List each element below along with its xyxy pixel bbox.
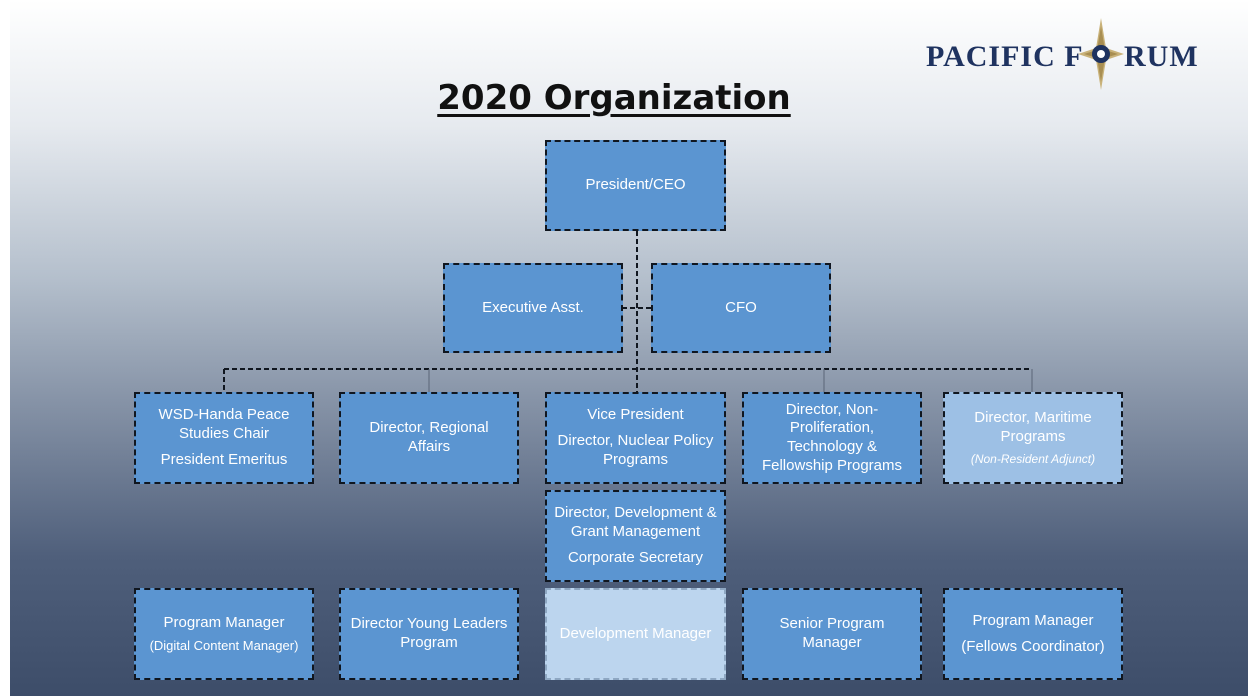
pacific-forum-logo: PACIFIC F RUM [926, 18, 1206, 90]
box-sublabel: (Fellows Coordinator) [961, 637, 1105, 655]
box-label: Director, Development & Grant Management [554, 504, 717, 541]
box-note-text: Non-Resident Adjunct [974, 452, 1092, 467]
box-label: Program Manager [972, 611, 1094, 629]
box-sublabel: (Digital Content Manager) [149, 638, 299, 654]
box-label: Director Young Leaders Program [350, 615, 508, 651]
box-program-manager-digital: Program Manager (Digital Content Manager… [134, 588, 314, 680]
box-label: Executive Asst. [482, 298, 584, 316]
box-president-ceo: President/CEO [545, 140, 726, 231]
box-director-young-leaders: Director Young Leaders Program [339, 588, 519, 680]
box-vice-president: Vice President Director, Nuclear Policy … [545, 392, 726, 484]
box-program-manager-fellows: Program Manager (Fellows Coordinator) [943, 588, 1123, 680]
compass-star-icon [1078, 18, 1124, 90]
page-title: 2020 Organization [437, 78, 791, 118]
box-director-regional-affairs: Director, Regional Affairs [339, 392, 519, 484]
box-label: WSD-Handa Peace Studies Chair [158, 406, 290, 443]
box-wsd-handa-chair: WSD-Handa Peace Studies Chair President … [134, 392, 314, 484]
box-label: CFO [725, 298, 757, 316]
box-label: Director, Maritime Programs [974, 408, 1092, 445]
box-development-manager: Development Manager [545, 588, 726, 680]
box-label: Vice President [587, 406, 684, 424]
box-director-development: Director, Development & Grant Management… [545, 490, 726, 582]
box-label: Program Manager [163, 613, 285, 631]
box-label: Development Manager [559, 624, 712, 642]
box-label: Director, Non-Proliferation, Technology … [761, 400, 903, 474]
box-cfo: CFO [651, 263, 831, 353]
box-label: President/CEO [585, 176, 686, 194]
box-sublabel: Corporate Secretary [567, 548, 704, 566]
box-sublabel: President Emeritus [160, 450, 288, 468]
box-label: Director, Regional Affairs [369, 419, 489, 455]
box-senior-program-manager: Senior Program Manager [742, 588, 922, 680]
box-sublabel: Director, Nuclear Policy Programs [557, 432, 714, 468]
logo-text-right: RUM [1124, 40, 1199, 73]
box-note: (Non-Resident Adjunct) [970, 452, 1096, 467]
box-executive-asst: Executive Asst. [443, 263, 623, 353]
box-director-nonproliferation: Director, Non-Proliferation, Technology … [742, 392, 922, 484]
logo-text-left: PACIFIC F [926, 40, 1084, 73]
box-label: Senior Program Manager [779, 615, 885, 651]
box-director-maritime: Director, Maritime Programs (Non-Residen… [943, 392, 1123, 484]
